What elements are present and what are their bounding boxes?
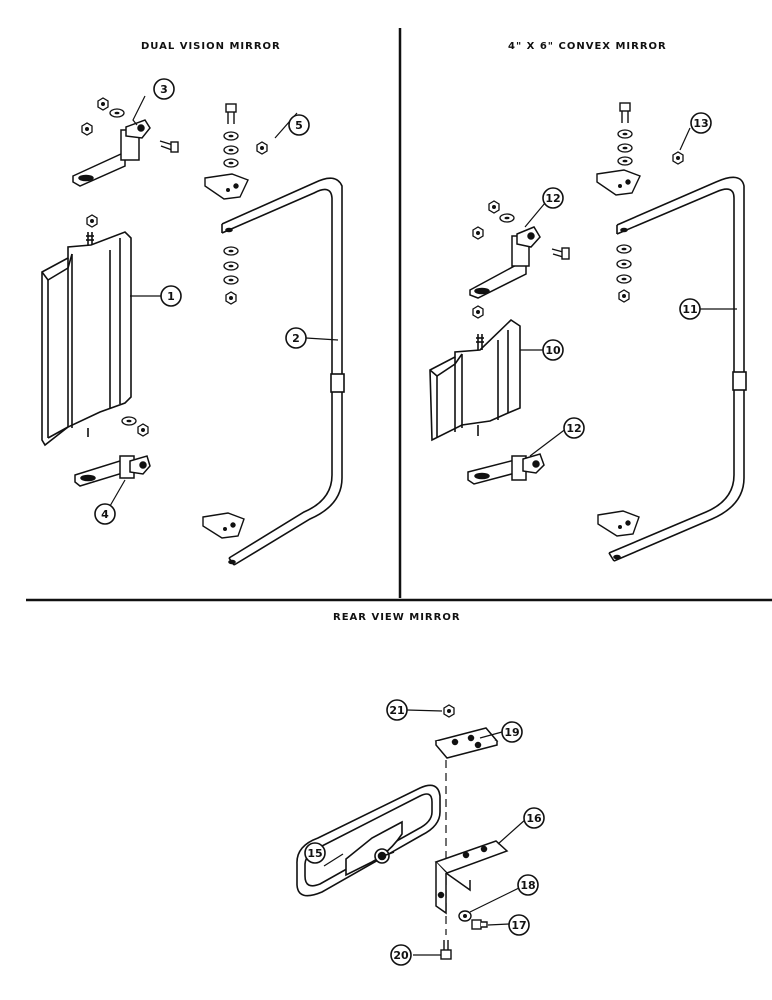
- washer-icon: [223, 158, 239, 168]
- nut-icon: [86, 214, 98, 228]
- nut-icon: [618, 289, 630, 303]
- callout-12a: [542, 187, 564, 209]
- part-10-convex-mirror-head: [429, 318, 521, 442]
- callout-21-label: 21: [389, 704, 404, 717]
- bolt-icon: [440, 940, 452, 960]
- nut-icon: [256, 141, 268, 155]
- callout-15: [304, 842, 326, 864]
- title-rear-view-mirror: REAR VIEW MIRROR: [333, 612, 461, 623]
- washer-icon: [616, 274, 632, 284]
- part-4-lower-bracket: [74, 455, 151, 487]
- callout-1: [160, 285, 182, 307]
- callout-18-label: 18: [520, 879, 535, 892]
- washer-icon: [616, 259, 632, 269]
- callout-17: [508, 914, 530, 936]
- callout-10: [542, 339, 564, 361]
- washer-icon: [121, 416, 137, 426]
- washer-icon: [223, 261, 239, 271]
- nut-icon: [443, 704, 455, 718]
- callout-18: [517, 874, 539, 896]
- callout-2: [285, 327, 307, 349]
- callout-20-label: 20: [393, 949, 409, 962]
- callout-3-label: 3: [160, 83, 168, 96]
- callout-5: [288, 114, 310, 136]
- callout-10-label: 10: [545, 344, 561, 357]
- part-11-mirror-arm: [608, 176, 747, 562]
- callout-15-label: 15: [307, 847, 322, 860]
- bolt-icon: [159, 140, 179, 153]
- part-2-mirror-arm: [221, 177, 345, 566]
- callout-12b: [563, 417, 585, 439]
- washer-icon: [617, 129, 633, 139]
- mounting-plate: [597, 510, 640, 537]
- washer-icon: [109, 108, 125, 118]
- callout-11-label: 11: [682, 303, 697, 316]
- callout-1-label: 1: [167, 290, 175, 303]
- mounting-plate: [202, 512, 245, 539]
- part-12-upper-bracket: [469, 226, 541, 299]
- part-15-rear-view-mirror-head: [296, 784, 441, 897]
- callout-4-label: 4: [101, 508, 109, 521]
- callout-11: [679, 298, 701, 320]
- washer-icon: [616, 244, 632, 254]
- bolt-icon: [225, 103, 237, 124]
- nut-icon: [97, 97, 109, 111]
- bolt-icon: [619, 102, 631, 123]
- nut-icon: [472, 226, 484, 240]
- washer-icon: [223, 131, 239, 141]
- bolt-icon: [551, 247, 570, 260]
- washer-icon: [223, 246, 239, 256]
- callout-19-label: 19: [504, 726, 519, 739]
- mounting-plate: [204, 173, 249, 200]
- nut-icon: [81, 122, 93, 136]
- callout-16: [523, 807, 545, 829]
- callout-20: [390, 944, 412, 966]
- callout-13-label: 13: [693, 117, 708, 130]
- nut-icon: [488, 200, 500, 214]
- washer-icon: [617, 143, 633, 153]
- part-3-upper-bracket: [72, 119, 151, 187]
- nut-icon: [137, 423, 149, 437]
- callout-2-label: 2: [292, 332, 300, 345]
- part-19-mounting-plate: [434, 727, 499, 759]
- washer-icon: [499, 213, 515, 223]
- nut-icon: [225, 291, 237, 305]
- part-1-dual-vision-mirror-head: [41, 231, 132, 447]
- mounting-plate: [596, 169, 641, 196]
- washer-hole: [463, 914, 467, 918]
- nut-icon: [672, 151, 684, 165]
- callout-12a-label: 12: [545, 192, 560, 205]
- callout-3: [153, 78, 175, 100]
- washer-icon: [617, 156, 633, 166]
- nut-icon: [472, 305, 484, 319]
- callout-5-label: 5: [295, 119, 303, 132]
- washer-icon: [223, 275, 239, 285]
- callout-13: [690, 112, 712, 134]
- callout-16-label: 16: [526, 812, 542, 825]
- callout-17-label: 17: [511, 919, 526, 932]
- callout-21: [386, 699, 408, 721]
- part-12-lower-bracket: [467, 453, 545, 485]
- callout-4: [94, 503, 116, 525]
- part-16-mounting-bracket: [434, 840, 509, 915]
- washer-icon: [223, 145, 239, 155]
- callout-12b-label: 12: [566, 422, 581, 435]
- leader-lines: [109, 95, 737, 956]
- bolt-icon: [471, 919, 488, 930]
- title-dual-vision-mirror: DUAL VISION MIRROR: [141, 41, 281, 52]
- callout-19: [501, 721, 523, 743]
- title-convex-mirror: 4" X 6" CONVEX MIRROR: [508, 41, 667, 52]
